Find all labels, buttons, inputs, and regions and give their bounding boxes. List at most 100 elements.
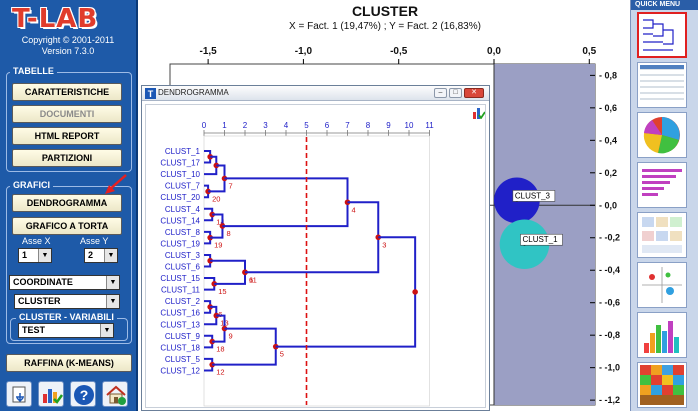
dendrogram-titlebar[interactable]: T DENDROGRAMMA – □ ✕ [142,86,489,101]
y-tick-label: - 0,6 [599,103,617,113]
test-select[interactable]: TEST ▼ [18,323,114,338]
dendro-leaf-label: CLUST_11 [161,286,201,295]
cluster-label-box [512,190,556,202]
dendro-node-dot [221,175,228,182]
y-tick-label: - -0,6 [599,298,620,308]
dendro-leaf-label: CLUST_1 [165,147,201,156]
y-tick-label: - 0,2 [599,168,617,178]
asse-x-label: Asse X [22,236,51,246]
grafici-section [6,186,132,344]
dendro-leaf-label: CLUST_18 [160,343,200,352]
tabelle-section [6,72,132,172]
coordinate-select[interactable]: COORDINATE ▼ [9,275,120,290]
dendro-node-dot [207,153,213,160]
chart-title: CLUSTER [351,3,419,19]
raffina-kmeans-button[interactable]: RAFFINA (K-MEANS) [6,354,132,372]
y-tick-label: - 0,8 [599,70,617,80]
dendro-leaf-label: CLUST_17 [160,159,200,168]
chart-check-icon[interactable] [38,381,64,407]
dendro-axis-label: 1 [222,121,227,130]
close-icon[interactable]: ✕ [464,88,484,98]
dendro-node-dot [207,234,213,241]
y-tick-label: - 0,0 [599,200,617,210]
dendro-leaf-label: CLUST_19 [160,239,200,248]
cluster-value: CLUSTER [18,296,61,306]
asse-y-label: Asse Y [80,236,109,246]
test-value: TEST [22,325,46,335]
grid-thumb[interactable] [637,212,687,258]
dendro-leaf-label: CLUST_5 [165,355,201,364]
3d-thumb[interactable] [637,312,687,358]
dendro-leaf-label: CLUST_4 [165,205,201,214]
dendro-axis-label: 3 [263,121,268,130]
dendro-node-label: 4 [352,205,356,214]
dendro-link [222,177,349,228]
home-icon[interactable] [102,381,128,407]
dendro-link [245,201,380,274]
minimize-icon[interactable]: – [434,88,447,98]
left-panel: T-LAB Copyright © 2001-2011 Version 7.3.… [0,0,138,411]
coordinate-value: COORDINATE [13,277,73,287]
dendrogram-window-title: DENDROGRAMMA [158,88,229,97]
chevron-down-icon: ▼ [106,295,119,308]
dendro-node-label: 18 [216,345,224,354]
dendro-axis-label: 2 [243,121,248,130]
export-icon[interactable] [6,381,32,407]
x-tick-label: 0,0 [487,46,501,57]
dendro-node-dot [221,325,228,332]
chart-check-icon[interactable] [473,107,485,119]
dendro-node-dot [211,281,218,287]
dendro-node-label: 14 [216,218,224,227]
y-tick-label: - -0,8 [599,330,620,340]
dendro-link [275,236,417,348]
scatter-thumb[interactable] [637,262,687,308]
app-icon: T [145,88,156,99]
red-arrow-pointer [105,174,127,194]
quick-menu-title: QUICK MENU [631,0,698,10]
cluster-label-box [520,233,563,246]
x-tick-label: -0,5 [390,46,408,57]
cluster-variabili-title: CLUSTER - VARIABILI [16,312,117,322]
cluster-select[interactable]: CLUSTER ▼ [14,294,120,309]
svg-text:T: T [148,89,154,99]
dendro-leaf-label: CLUST_13 [160,320,200,329]
asse-y-select[interactable]: 2 ▼ [84,248,118,263]
dendrogram-thumb[interactable] [637,12,687,58]
html-report-button[interactable]: HTML REPORT [12,127,122,145]
dendro-node-label: 5 [280,350,284,359]
partizioni-button[interactable]: PARTIZIONI [12,149,122,167]
dendro-leaf-label: CLUST_16 [160,309,200,318]
help-icon[interactable]: ? [70,381,96,407]
dendro-node-label: 6 [249,275,253,284]
dendro-axis-label: 9 [386,121,391,130]
table-thumb[interactable] [637,62,687,108]
documenti-button[interactable]: DOCUMENTI [12,105,122,123]
dendro-node-label: 19 [214,241,222,250]
bars-thumb[interactable] [637,162,687,208]
dendro-node-label: 9 [229,332,233,341]
dendro-leaf-label: CLUST_8 [165,228,201,237]
dendro-leaf-label: CLUST_6 [165,263,201,272]
y-tick-label: - -0,2 [599,233,620,243]
dendrogramma-button[interactable]: DENDROGRAMMA [12,194,122,212]
tlab-logo: T-LAB [12,4,99,34]
caratteristiche-button[interactable]: CARATTERISTICHE [12,83,122,101]
x-tick-label: 0,5 [582,46,596,57]
dendro-axis-label: 7 [345,121,350,130]
dendro-node-label: 12 [216,368,224,377]
dendro-axis-label: 10 [405,121,414,130]
maximize-icon[interactable]: □ [449,88,462,98]
dendro-axis-label: 4 [284,121,289,130]
heatmap-thumb[interactable] [637,362,687,408]
asse-x-select[interactable]: 1 ▼ [18,248,52,263]
dendro-node-dot [207,257,213,264]
x-tick-label: -1,5 [199,46,217,57]
chevron-down-icon: ▼ [38,249,51,262]
grafico-torta-button[interactable]: GRAFICO A TORTA [12,217,122,235]
pie-thumb[interactable] [637,112,687,158]
chevron-down-icon: ▼ [100,324,113,337]
cluster-label: CLUST_1 [522,235,558,244]
